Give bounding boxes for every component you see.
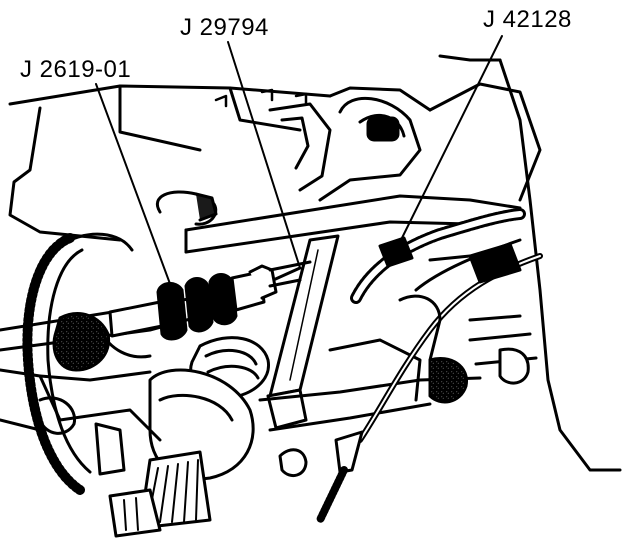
control-arm-upper [156, 190, 522, 254]
lower-cradle [0, 368, 162, 476]
callout-j2619-01: J 2619-01 [20, 56, 132, 83]
axle-tool-assembly [0, 260, 312, 372]
callout-j42128: J 42128 [483, 6, 572, 33]
upper-bracket [214, 88, 332, 192]
leader-j42128 [397, 35, 503, 247]
ring-gear [22, 232, 134, 495]
body-frame [8, 54, 622, 472]
strut-tower [318, 96, 422, 202]
leader-j2619 [95, 83, 177, 301]
j42128-cable [350, 208, 526, 304]
leader-j29794 [227, 41, 301, 269]
right-suspension [398, 242, 538, 404]
callout-j29794: J 29794 [180, 14, 269, 41]
cv-joint-boot [148, 336, 270, 481]
leader-lines [95, 35, 503, 301]
splined-shaft [108, 450, 212, 538]
